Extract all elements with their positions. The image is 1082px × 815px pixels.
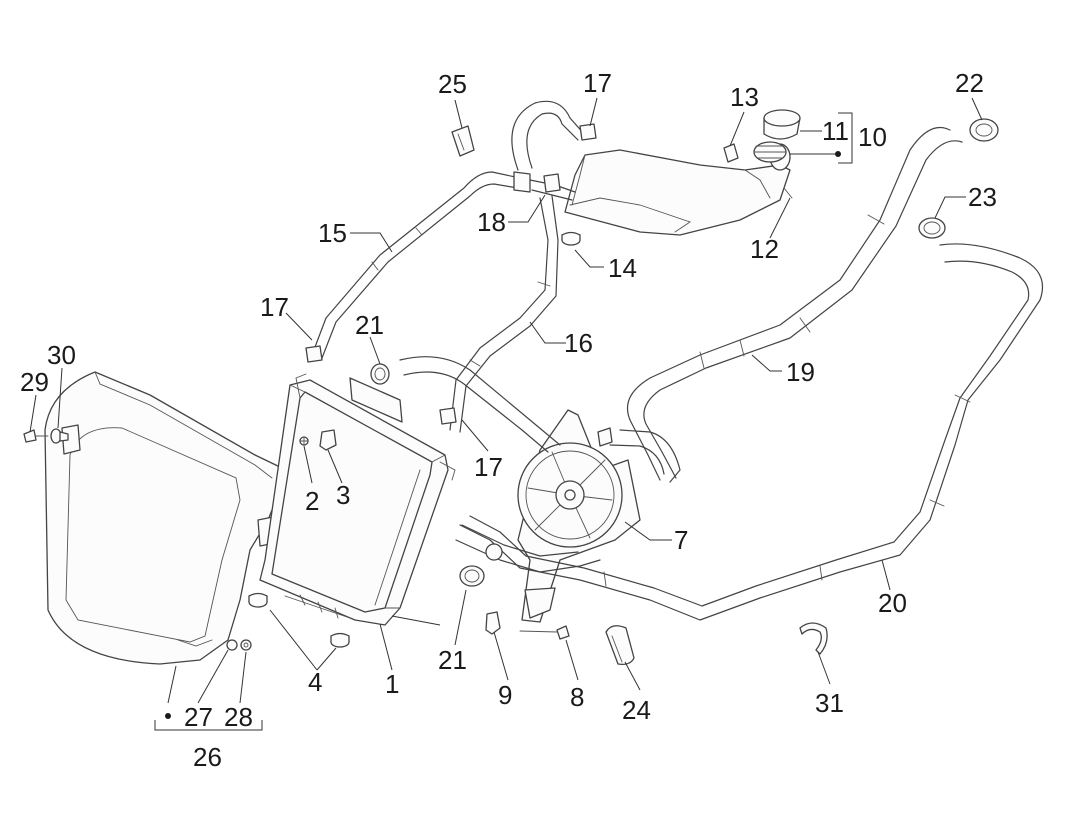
radiator [259, 373, 456, 626]
callout-21-top: 21 [355, 310, 384, 340]
callout-14: 14 [608, 253, 637, 283]
callout-25: 25 [438, 69, 467, 99]
filler-neck [753, 141, 787, 163]
hose-19 [626, 126, 963, 481]
callout-28: 28 [224, 702, 253, 732]
rubber-mount [248, 592, 268, 608]
fan-bracket [524, 587, 556, 619]
washer [226, 639, 238, 651]
callout-10: 10 [858, 122, 887, 152]
grommet [50, 428, 69, 444]
filler-cap [763, 109, 801, 140]
tank-grommet [561, 231, 581, 246]
cooling-fan [517, 409, 641, 623]
callout-12: 12 [750, 234, 779, 264]
callout-22: 22 [955, 68, 984, 98]
callout-20: 20 [878, 588, 907, 618]
callout-16: 16 [564, 328, 593, 358]
callout-29: 29 [20, 367, 49, 397]
callout-labels: 1 2 3 4 7 8 9 10 11 12 13 14 15 16 17 17… [20, 68, 997, 772]
callout-2: 2 [305, 486, 319, 516]
callout-26: 26 [193, 742, 222, 772]
rubber-mount [330, 632, 350, 648]
hose-connector [513, 171, 531, 193]
hose-clamp-21-top [370, 363, 390, 385]
screw [23, 429, 49, 443]
hose-clamp-21-bottom [459, 543, 503, 587]
clip-17 [579, 123, 597, 141]
callout-7: 7 [674, 525, 688, 555]
clip-17 [305, 345, 323, 363]
small-clamp [723, 143, 739, 163]
callout-17-middle: 17 [474, 452, 503, 482]
clip-17 [439, 407, 457, 425]
clip-17 [543, 173, 561, 193]
nut [240, 639, 252, 651]
callout-11: 11 [822, 116, 849, 146]
hose-clip-31 [799, 622, 828, 655]
callout-17-left: 17 [260, 292, 289, 322]
hose-clamp-22 [969, 118, 999, 142]
hose-15 [311, 171, 521, 359]
fan-bolt [519, 625, 570, 640]
tank-screw [783, 187, 793, 199]
radiator-cover [44, 371, 283, 665]
callout-27: 27 [184, 702, 213, 732]
callout-18: 18 [477, 207, 506, 237]
speed-nut [319, 429, 337, 451]
callout-1: 1 [385, 669, 399, 699]
callout-15: 15 [318, 218, 347, 248]
fan-clip [485, 611, 501, 635]
callout-9: 9 [498, 680, 512, 710]
callout-19: 19 [786, 357, 815, 387]
callout-17-top: 17 [583, 68, 612, 98]
leader-lines [29, 97, 983, 731]
callout-24: 24 [622, 695, 651, 725]
callout-8: 8 [570, 682, 584, 712]
hose-clamp-23 [918, 217, 946, 239]
nut-hole [243, 642, 249, 648]
hose-lower [455, 524, 601, 573]
callout-31: 31 [815, 688, 844, 718]
tank-bracket [451, 125, 475, 157]
connector [605, 625, 635, 666]
callout-3: 3 [336, 480, 350, 510]
callout-21-bottom: 21 [438, 645, 467, 675]
hose-20 [459, 243, 1044, 621]
bolt [299, 436, 309, 446]
callout-4: 4 [308, 667, 322, 697]
callout-13: 13 [730, 82, 759, 112]
callout-23: 23 [968, 182, 997, 212]
callout-30: 30 [47, 340, 76, 370]
